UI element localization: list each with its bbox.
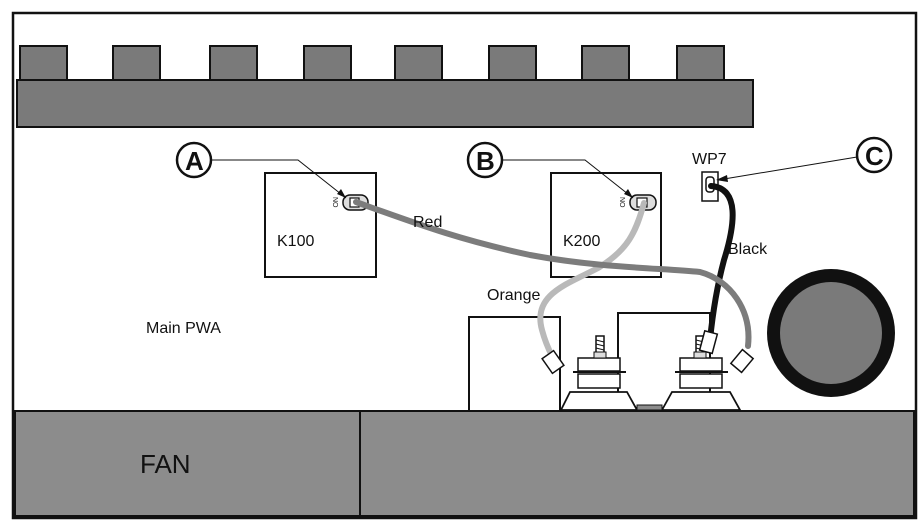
wire-orange-label: Orange	[487, 287, 540, 304]
heat-sink-fin	[112, 45, 161, 81]
wire-lug-black	[698, 329, 719, 355]
heat-sink	[16, 45, 754, 128]
heat-sink-fin	[394, 45, 443, 81]
relay-k100-label: K100	[277, 233, 314, 250]
relay-k100: K100 NO	[264, 172, 377, 278]
heat-sink-fin	[303, 45, 352, 81]
callout-b-letter: B	[476, 146, 495, 176]
callout-b: B	[466, 141, 634, 199]
wire-red	[353, 199, 752, 349]
callout-c: C	[716, 136, 893, 182]
relay-k200-label: K200	[563, 233, 600, 250]
relay-k100-no-marking: NO	[331, 197, 338, 208]
callout-a: A	[175, 141, 347, 199]
fan-housing	[359, 410, 915, 517]
terminal-post-right	[660, 335, 742, 411]
capacitor	[767, 269, 895, 397]
heat-sink-fin	[19, 45, 68, 81]
wire-red-label: Red	[413, 214, 442, 231]
callout-c-letter: C	[865, 141, 884, 171]
wire-lug-red	[729, 348, 755, 374]
heat-sink-fin	[209, 45, 258, 81]
fan-section: FAN	[14, 410, 915, 517]
connector-wp7-label: WP7	[692, 151, 727, 168]
terminal-post-left	[559, 335, 639, 411]
board-label: Main PWA	[146, 320, 221, 337]
heat-sink-fin	[676, 45, 725, 81]
heat-sink-fin	[488, 45, 537, 81]
fan-label: FAN	[140, 449, 191, 479]
heat-sink-fin	[581, 45, 630, 81]
wire-black-label: Black	[728, 241, 768, 258]
callout-a-letter: A	[185, 146, 204, 176]
wire-lug-orange	[541, 349, 565, 375]
wire-orange	[537, 200, 647, 361]
relay-k200-no-marking: NO	[618, 197, 625, 208]
wire-black	[707, 183, 736, 343]
